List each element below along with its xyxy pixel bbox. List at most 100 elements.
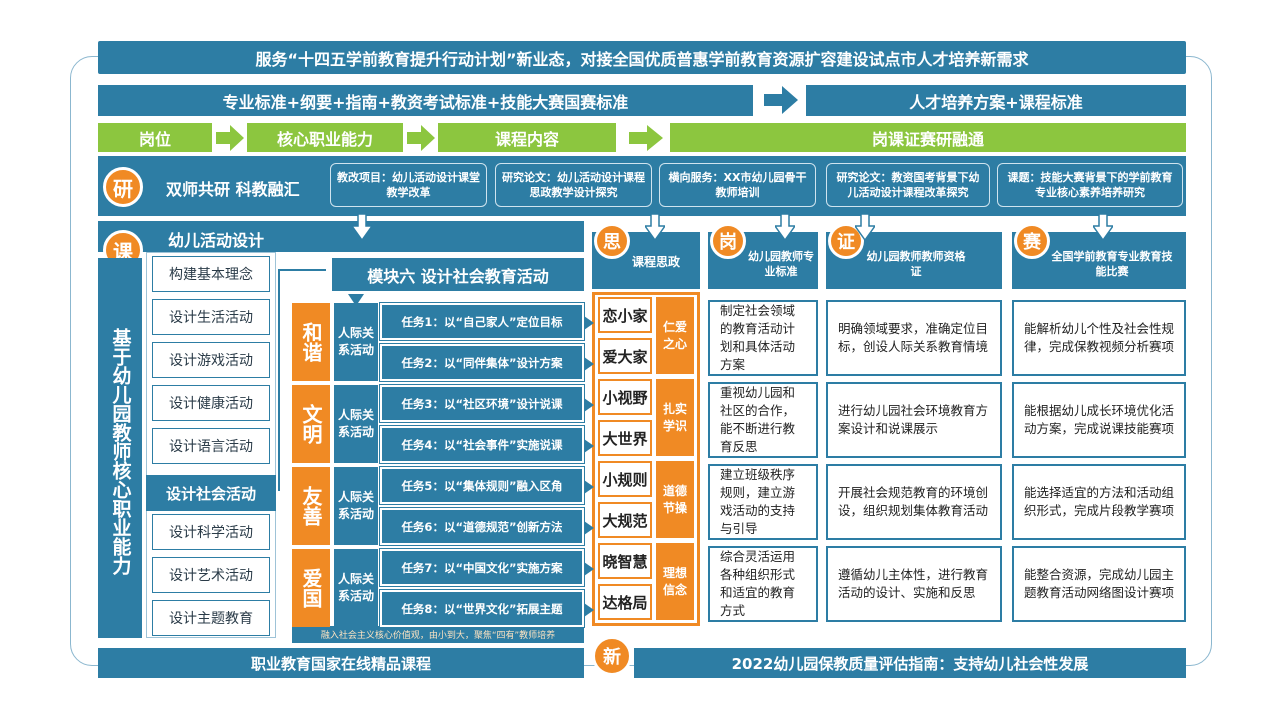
zheng-cell: 开展社会规范教育的环境创设，组织规划集体教育活动	[826, 464, 1002, 540]
module-title: 模块六 设计社会教育活动	[332, 258, 584, 291]
course-item: 设计语言活动	[152, 428, 270, 464]
ideology-tag: 扎实学识	[656, 379, 694, 456]
arrow-right-icon	[584, 397, 594, 412]
connector-line	[278, 269, 326, 271]
down-arrow-icon	[853, 213, 877, 242]
arrow-right-icon	[407, 125, 435, 151]
si-badge: 思	[594, 223, 630, 259]
sai-title: 全国学前教育专业教育技能比赛	[1051, 250, 1173, 278]
zheng-cell: 明确领域要求，准确定位目标，创设人际关系教育情境	[826, 300, 1002, 376]
arrow-right-icon	[764, 86, 798, 114]
core-ability-bar: 核心职业能力	[247, 123, 403, 152]
vertical-bar	[98, 258, 142, 638]
task-item: 任务6：以“道德规范”创新方法	[379, 507, 585, 546]
research-item: 横向服务：XX市幼儿园骨干教师培训	[659, 163, 816, 207]
research-title: 双师共研 科教融汇	[166, 180, 300, 199]
ideology-word: 大世界	[598, 420, 652, 456]
bottom-left-bar: 职业教育国家在线精品课程	[98, 648, 584, 678]
ideology-tag: 理想信念	[656, 543, 694, 620]
ideology-word: 达格局	[598, 584, 652, 620]
sai-cell: 能解析幼儿个性及社会性规律，完成保教视频分析赛项	[1012, 300, 1186, 376]
task-item: 任务7：以“中国文化”实施方案	[379, 548, 585, 587]
arrow-right-icon	[584, 561, 594, 576]
gang-cell: 综合灵活运用各种组织形式和适宜的教育方式	[708, 546, 818, 622]
down-arrow-icon	[643, 213, 667, 242]
down-arrow-icon	[350, 213, 374, 242]
course-content-bar: 课程内容	[438, 123, 616, 152]
down-arrow-icon	[348, 291, 364, 306]
arrow-right-icon	[584, 356, 594, 371]
si-title: 课程思政	[632, 255, 681, 269]
task-item: 任务4：以“社会事件”实施说课	[379, 425, 585, 464]
ideology-word: 晓智慧	[598, 543, 652, 579]
gangwei-bar: 岗位	[98, 123, 212, 152]
relation-type: 人际关系活动	[334, 467, 378, 545]
standards-bar: 专业标准+纲要+指南+教资考试标准+技能大赛国赛标准	[98, 85, 753, 116]
sai-badge: 赛	[1014, 223, 1050, 259]
course-item: 设计游戏活动	[152, 342, 270, 378]
task-item: 任务5：以“集体规则”融入区角	[379, 466, 585, 505]
ideology-word: 小规则	[598, 461, 652, 497]
value-label: 友善	[292, 467, 330, 545]
zheng-cell: 遵循幼儿主体性，进行教育活动的设计、实施和反思	[826, 546, 1002, 622]
value-label: 和谐	[292, 303, 330, 381]
sai-cell: 能选择适宜的方法和活动组织形式，完成片段教学赛项	[1012, 464, 1186, 540]
course-item-social: 设计社会活动	[146, 475, 276, 511]
relation-type: 人际关系活动	[334, 303, 378, 381]
training-plan-bar: 人才培养方案+课程标准	[806, 85, 1186, 116]
arrow-right-icon	[584, 520, 594, 535]
course-item: 设计主题教育	[152, 600, 270, 636]
top-banner: 服务“十四五学前教育提升行动计划”新业态，对接全国优质普惠学前教育资源扩容建设试…	[98, 41, 1186, 74]
ideology-word: 小视野	[598, 379, 652, 415]
task-item: 任务2：以“同伴集体”设计方案	[379, 343, 585, 382]
gang-cell: 重视幼儿园和社区的合作，能不断进行教育反思	[708, 382, 818, 458]
sai-cell: 能整合资源，完成幼儿园主题教育活动网络图设计赛项	[1012, 546, 1186, 622]
arrow-right-icon	[629, 125, 663, 151]
value-label: 爱国	[292, 549, 330, 627]
course-item: 设计生活活动	[152, 299, 270, 335]
ideology-word: 大规范	[598, 502, 652, 538]
task-item: 任务1：以“自己家人”定位目标	[379, 302, 585, 341]
bottom-right-bar: 2022幼儿园保教质量评估指南：支持幼儿社会性发展	[634, 648, 1186, 678]
arrow-right-icon	[584, 315, 594, 330]
ideology-word: 爱大家	[598, 338, 652, 374]
gang-badge: 岗	[710, 223, 746, 259]
ideology-tag: 仁爱之心	[656, 297, 694, 374]
vertical-label: 基于幼儿园教师核心职业能力	[109, 327, 132, 575]
down-arrow-icon	[1091, 213, 1115, 242]
sai-cell: 能根据幼儿成长环境优化活动方案，完成说课技能赛项	[1012, 382, 1186, 458]
zheng-title: 幼儿园教师教师资格证	[866, 250, 966, 278]
arrow-right-icon	[584, 438, 594, 453]
module-footer: 融入社会主义核心价值观，由小到大，聚焦“四有”教师培养	[292, 626, 584, 643]
gang-title: 幼儿园教师专业标准	[748, 250, 814, 278]
course-title-bar	[98, 221, 584, 252]
course-item: 设计健康活动	[152, 385, 270, 421]
value-label: 文明	[292, 385, 330, 463]
relation-type: 人际关系活动	[334, 385, 378, 463]
course-title: 幼儿活动设计	[168, 231, 265, 250]
task-item: 任务8：以“世界文化”拓展主题	[379, 589, 585, 628]
arrow-right-icon	[216, 125, 244, 151]
yan-badge: 研	[103, 167, 143, 207]
research-item: 教改项目：幼儿活动设计课堂教学改革	[330, 163, 487, 207]
gang-cell: 建立班级秩序规则，建立游戏活动的支持与引导	[708, 464, 818, 540]
research-item: 研究论文：教资国考背景下幼儿活动设计课程改革探究	[826, 163, 990, 207]
arrow-right-icon	[584, 479, 594, 494]
research-item: 研究论文：幼儿活动设计课程思政教学设计探究	[495, 163, 652, 207]
xin-badge: 新	[592, 636, 632, 676]
down-arrow-icon	[773, 213, 797, 242]
task-item: 任务3：以“社区环境”设计说课	[379, 384, 585, 423]
relation-type: 人际关系活动	[334, 549, 378, 627]
research-item: 课题：技能大赛背景下的学前教育专业核心素养培养研究	[997, 163, 1183, 207]
ideology-word: 恋小家	[598, 297, 652, 333]
course-item: 设计科学活动	[152, 514, 270, 550]
integration-bar: 岗课证赛研融通	[670, 123, 1186, 152]
arrow-right-icon	[584, 602, 594, 617]
ideology-tag: 道德节操	[656, 461, 694, 538]
course-item: 构建基本理念	[152, 256, 270, 292]
course-item: 设计艺术活动	[152, 557, 270, 593]
connector-line	[278, 269, 280, 491]
gang-cell: 制定社会领域的教育活动计划和具体活动方案	[708, 300, 818, 376]
zheng-cell: 进行幼儿园社会环境教育方案设计和说课展示	[826, 382, 1002, 458]
